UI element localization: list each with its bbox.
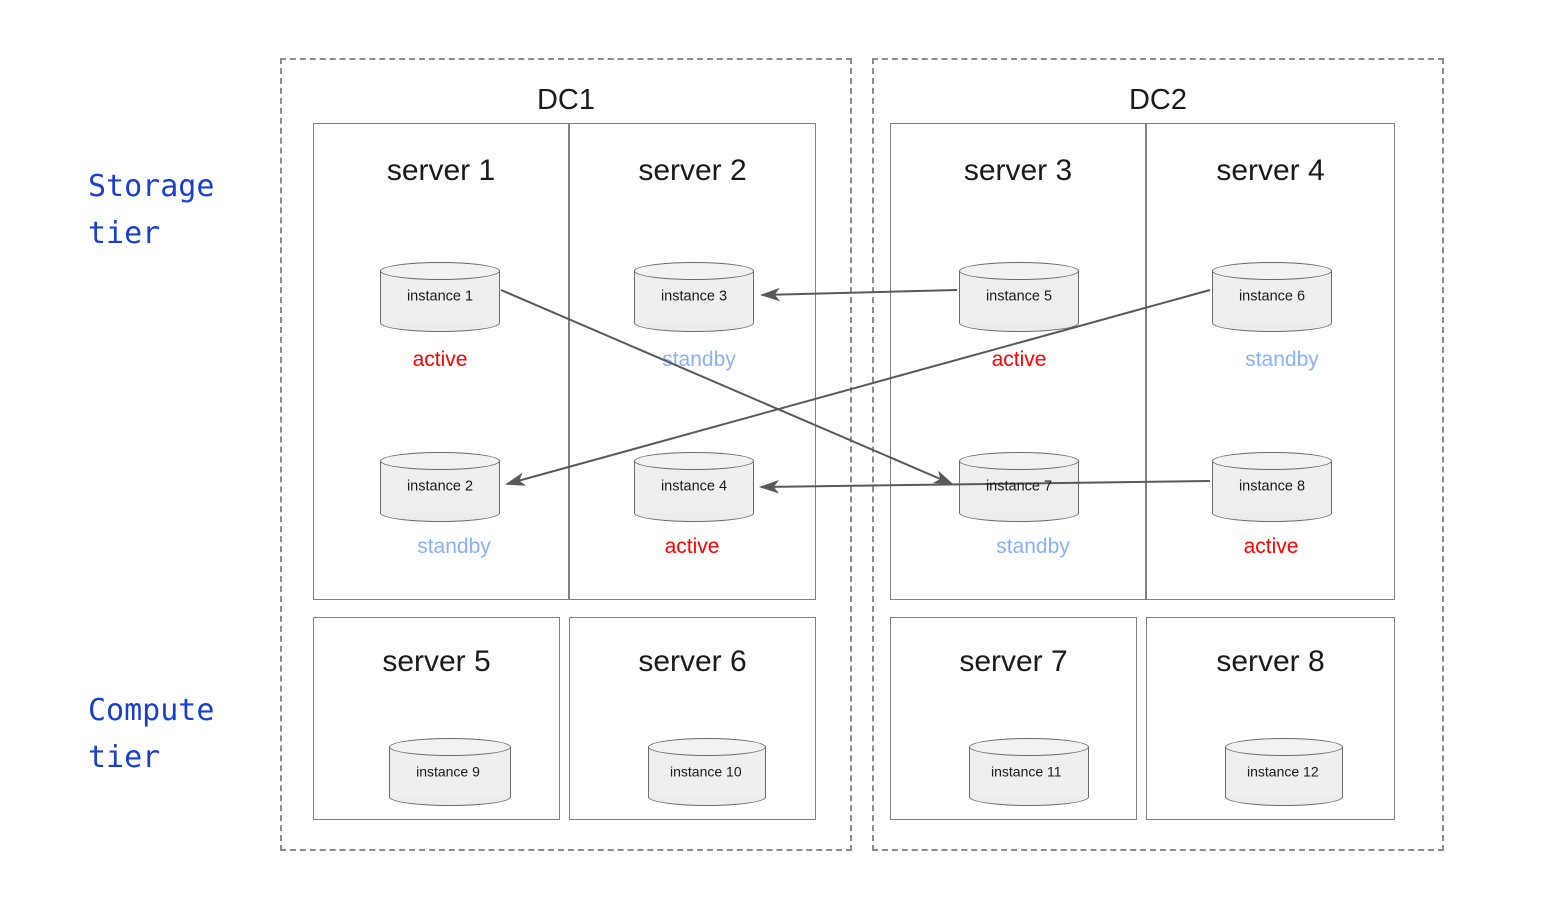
datacenter-dc2-title: DC2	[1128, 84, 1187, 116]
tier-label-storage: Storage tier	[88, 169, 215, 251]
server-box-server-5[interactable]: server 5	[313, 617, 560, 820]
server-title: server 5	[382, 645, 491, 678]
instance-cylinder-instance-7[interactable]: instance 7	[959, 452, 1079, 522]
cylinder-top-ellipse	[1212, 262, 1332, 280]
instance-cylinder-instance-4[interactable]: instance 4	[634, 452, 754, 522]
cylinder-top-ellipse	[959, 262, 1079, 280]
cylinder-top-ellipse	[634, 452, 754, 470]
cylinder-top-ellipse	[1212, 452, 1332, 470]
instance-cylinder-instance-10[interactable]: instance 10	[648, 738, 766, 806]
status-badge-instance-5: active	[991, 348, 1047, 371]
cylinder-top-ellipse	[959, 452, 1079, 470]
server-box-server-7[interactable]: server 7	[890, 617, 1137, 820]
status-badge-instance-7: standby	[996, 535, 1070, 558]
cylinder-top-ellipse	[389, 738, 511, 756]
tier-label-compute: Compute tier	[88, 693, 215, 775]
instance-label: instance 11	[991, 763, 1062, 780]
instance-cylinder-instance-1[interactable]: instance 1	[380, 262, 500, 332]
status-badge-instance-8: active	[1243, 535, 1299, 558]
instance-label: instance 6	[1238, 288, 1306, 305]
instance-cylinder-instance-2[interactable]: instance 2	[380, 452, 500, 522]
status-badge-instance-4: active	[664, 535, 720, 558]
status-badge-instance-1: active	[412, 348, 468, 371]
cylinder-top-ellipse	[648, 738, 766, 756]
cylinder-top-ellipse	[969, 738, 1089, 756]
instance-label: instance 12	[1247, 763, 1319, 780]
server-title: server 7	[959, 645, 1068, 678]
cylinder-top-ellipse	[380, 262, 500, 280]
instance-label: instance 8	[1238, 478, 1306, 495]
status-badge-instance-2: standby	[417, 535, 491, 558]
server-title: server 3	[963, 154, 1073, 187]
instance-label: instance 5	[985, 288, 1053, 305]
instance-label: instance 1	[406, 288, 474, 305]
status-badge-instance-3: standby	[662, 348, 736, 371]
instance-cylinder-instance-12[interactable]: instance 12	[1225, 738, 1343, 806]
instance-cylinder-instance-11[interactable]: instance 11	[969, 738, 1089, 806]
instance-cylinder-instance-5[interactable]: instance 5	[959, 262, 1079, 332]
server-box-server-8[interactable]: server 8	[1146, 617, 1395, 820]
server-title: server 2	[638, 154, 747, 187]
datacenter-dc1-title: DC1	[536, 84, 595, 116]
server-title: server 1	[386, 154, 496, 187]
server-title: server 6	[638, 645, 747, 678]
server-title: server 4	[1216, 154, 1325, 187]
server-box-server-6[interactable]: server 6	[569, 617, 816, 820]
instance-cylinder-instance-9[interactable]: instance 9	[389, 738, 511, 806]
cylinder-top-ellipse	[1225, 738, 1343, 756]
instance-label: instance 4	[660, 478, 728, 495]
server-title: server 8	[1216, 645, 1325, 678]
instance-label: instance 7	[985, 478, 1053, 495]
instance-cylinder-instance-6[interactable]: instance 6	[1212, 262, 1332, 332]
instance-label: instance 9	[416, 763, 480, 780]
cylinder-top-ellipse	[380, 452, 500, 470]
status-badge-instance-6: standby	[1245, 348, 1319, 371]
instance-label: instance 3	[660, 288, 728, 305]
instance-cylinder-instance-3[interactable]: instance 3	[634, 262, 754, 332]
instance-cylinder-instance-8[interactable]: instance 8	[1212, 452, 1332, 522]
instance-label: instance 10	[670, 763, 742, 780]
instance-label: instance 2	[406, 478, 474, 495]
cylinder-top-ellipse	[634, 262, 754, 280]
